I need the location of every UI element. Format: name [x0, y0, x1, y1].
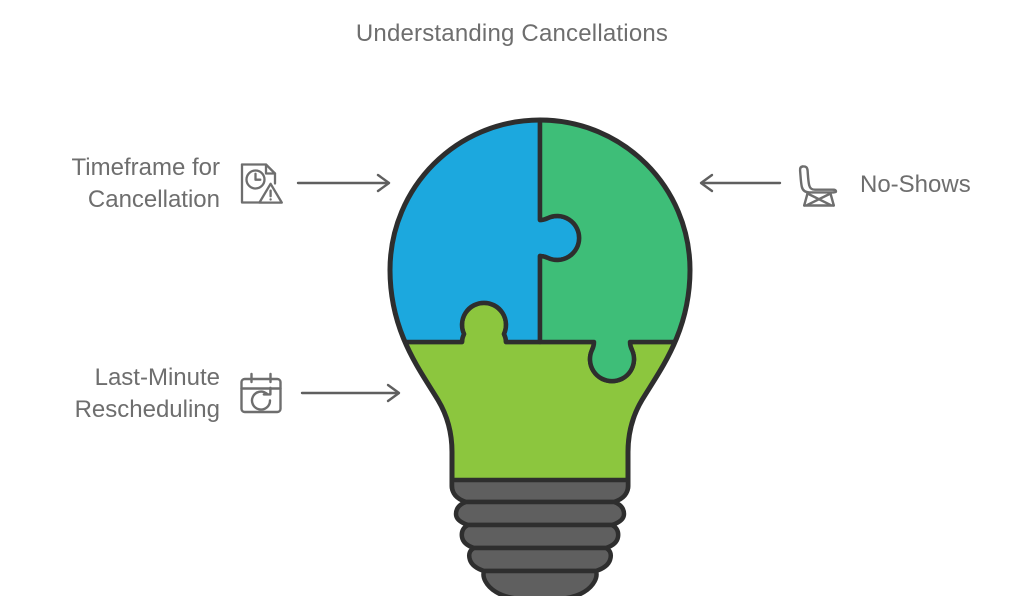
arrow-right-icon	[296, 172, 394, 194]
callout-timeframe: Timeframe for Cancellation	[18, 152, 288, 215]
callout-rescheduling-label: Last-Minute Rescheduling	[74, 364, 220, 423]
arrow-left-icon	[698, 172, 782, 194]
callout-noshows-label: No-Shows	[860, 171, 971, 199]
bulb-screw-base	[449, 477, 631, 596]
empty-chair-icon	[790, 158, 844, 212]
document-clock-warning-icon	[234, 157, 288, 211]
calendar-refresh-icon	[234, 367, 288, 421]
callout-rescheduling: Last-Minute Rescheduling	[18, 362, 288, 425]
callout-timeframe-label: Timeframe for Cancellation	[71, 154, 220, 213]
arrow-right-icon	[300, 382, 404, 404]
callout-noshows: No-Shows	[790, 158, 1010, 212]
lightbulb-puzzle-graphic	[370, 100, 710, 596]
page-title: Understanding Cancellations	[355, 20, 669, 47]
